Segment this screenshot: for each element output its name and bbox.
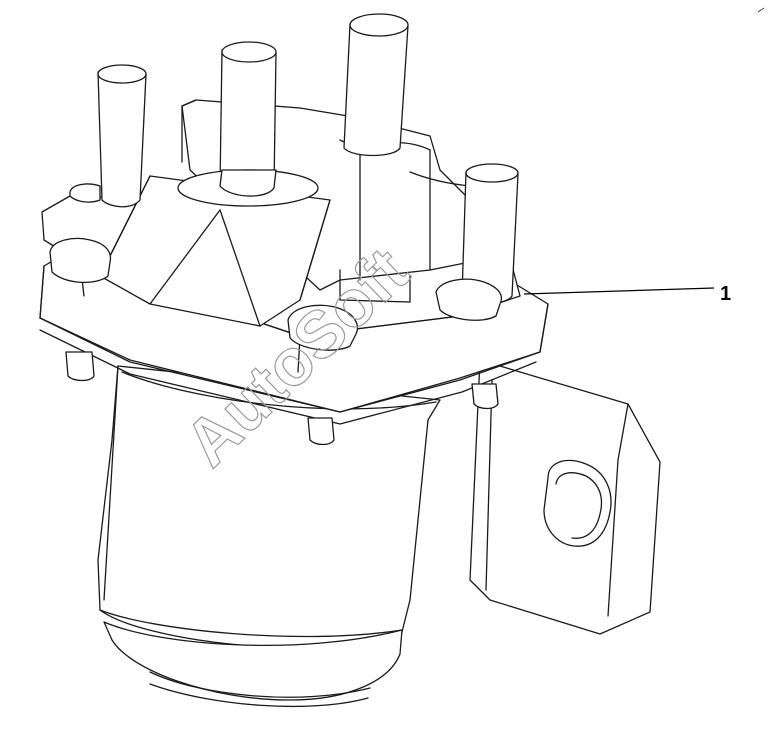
terminal-post-1 bbox=[97, 64, 147, 208]
corner-mark bbox=[757, 7, 765, 13]
pyramid-cover bbox=[99, 175, 331, 327]
lower-studs bbox=[65, 351, 499, 446]
mounting-bracket bbox=[469, 359, 661, 635]
terminal-post-2 bbox=[177, 41, 319, 207]
callout-label: 1 bbox=[720, 283, 731, 305]
callout-1: 1 bbox=[523, 283, 731, 305]
terminal-post-4 bbox=[461, 163, 519, 305]
callout-leader-line bbox=[523, 287, 715, 295]
end-cap bbox=[103, 621, 403, 708]
terminal-post-3 bbox=[343, 13, 409, 157]
flange-bolts bbox=[49, 183, 503, 351]
